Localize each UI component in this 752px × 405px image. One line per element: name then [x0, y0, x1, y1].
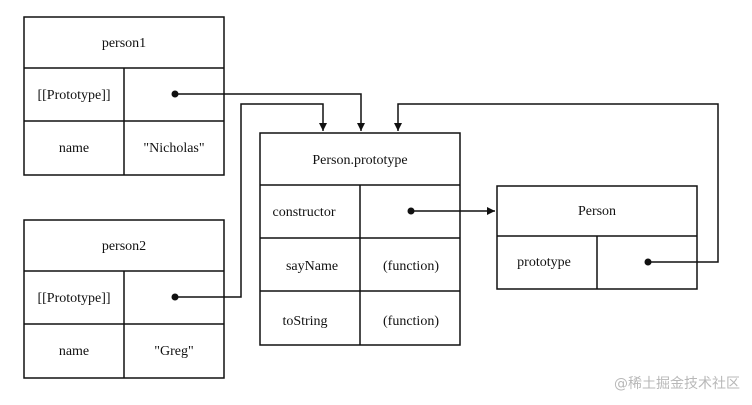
person2-prototype-arrow — [175, 103, 327, 298]
sayname-label: sayName — [286, 259, 338, 274]
person2-name-label: name — [59, 344, 89, 359]
person-prototype-box — [259, 132, 461, 346]
person2-title: person2 — [102, 239, 146, 254]
person-prototype-label: prototype — [517, 255, 571, 270]
person-title: Person — [578, 204, 616, 219]
sayname-value: (function) — [383, 259, 439, 274]
watermark: @稀土掘金技术社区 — [614, 376, 740, 392]
prototype-title: Person.prototype — [312, 153, 407, 168]
person1-prototype-label: [[Prototype]] — [37, 88, 110, 103]
person2-name-value: "Greg" — [154, 344, 193, 359]
tostring-value: (function) — [383, 314, 439, 329]
person2-box — [23, 219, 225, 379]
person1-box — [23, 16, 225, 176]
person-prototype-arrow — [394, 103, 719, 263]
person2-prototype-label: [[Prototype]] — [37, 291, 110, 306]
person-constructor-box — [496, 185, 698, 290]
person1-title: person1 — [102, 36, 146, 51]
tostring-label: toString — [282, 314, 327, 329]
person1-prototype-arrow — [175, 93, 365, 131]
constructor-label: constructor — [273, 205, 336, 220]
person1-name-label: name — [59, 141, 89, 156]
person1-name-value: "Nicholas" — [143, 141, 204, 156]
connectors — [171, 90, 719, 301]
